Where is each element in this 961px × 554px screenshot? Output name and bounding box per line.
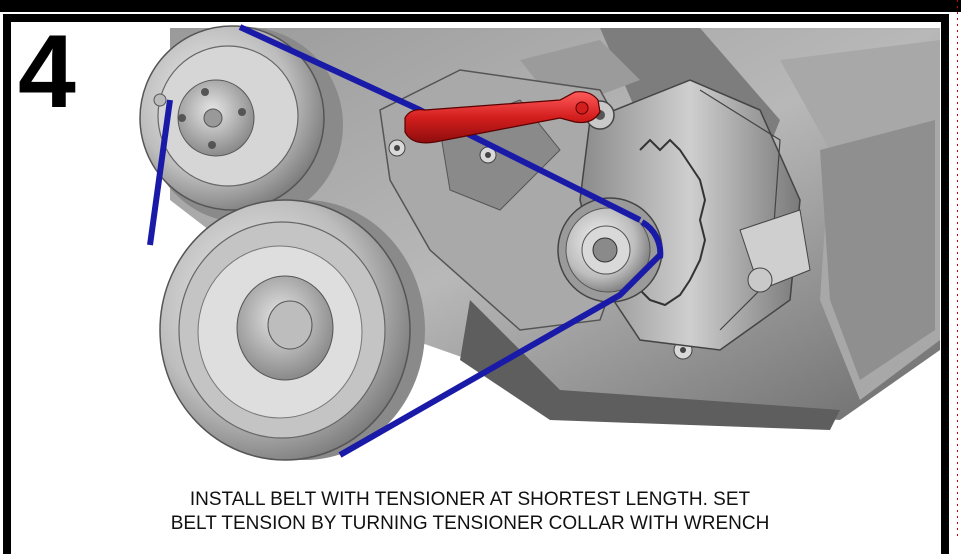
- instruction-line-2: BELT TENSION BY TURNING TENSIONER COLLAR…: [170, 513, 770, 534]
- wrench: [404, 91, 601, 144]
- water-pump-pulley: [139, 25, 343, 223]
- step-number: 4: [18, 14, 76, 130]
- top-border: [0, 0, 961, 12]
- engine-illustration: [139, 24, 940, 461]
- crankshaft-pulley: [159, 199, 425, 461]
- tensioner-pulley: [557, 197, 663, 303]
- margin-ruler: [957, 0, 958, 540]
- instruction-line-1: INSTALL BELT WITH TENSIONER AT SHORTEST …: [189, 489, 751, 510]
